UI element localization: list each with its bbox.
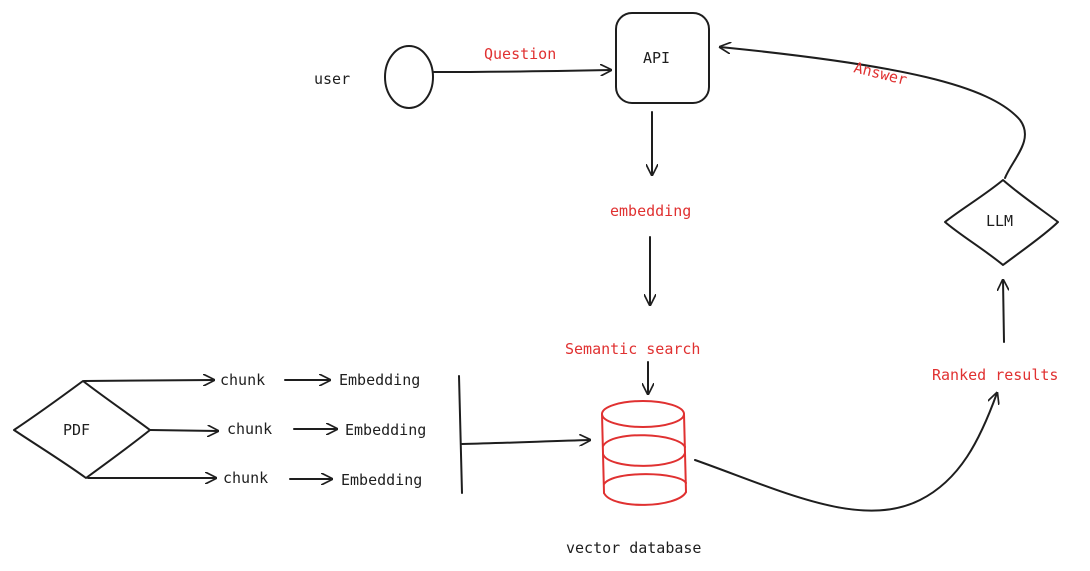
answer-label: Answer (852, 58, 909, 89)
embedding1-label: Embedding (339, 371, 420, 389)
answer-arrow (720, 47, 1026, 179)
pdf-label: PDF (63, 421, 90, 439)
llm-node (944, 179, 1059, 266)
pdf-node (13, 380, 151, 479)
chunk2-label: chunk (227, 420, 272, 438)
embeddings-to-db-arrow (461, 440, 590, 444)
user-label: user (314, 70, 350, 88)
vector-database-label: vector database (566, 539, 701, 557)
embedding-query-label: embedding (610, 202, 691, 220)
pdf-to-chunk1-arrow (83, 380, 214, 381)
question-arrow (433, 70, 611, 72)
embedding3-label: Embedding (341, 471, 422, 489)
ranked-to-llm-arrow (1003, 280, 1004, 343)
ranked-results-label: Ranked results (932, 366, 1058, 384)
db-to-ranked-arrow (694, 393, 997, 512)
chunk3-label: chunk (223, 469, 268, 487)
api-node (615, 12, 710, 104)
pdf-to-chunk2-arrow (149, 430, 218, 431)
semantic-search-label: Semantic search (565, 340, 700, 358)
user-node (384, 45, 434, 109)
vector-database-node (601, 400, 687, 506)
embedding2-label: Embedding (345, 421, 426, 439)
api-label: API (643, 49, 670, 67)
question-label: Question (484, 45, 556, 63)
llm-label: LLM (986, 212, 1013, 230)
chunk1-label: chunk (220, 371, 265, 389)
collector-bar (458, 375, 463, 494)
